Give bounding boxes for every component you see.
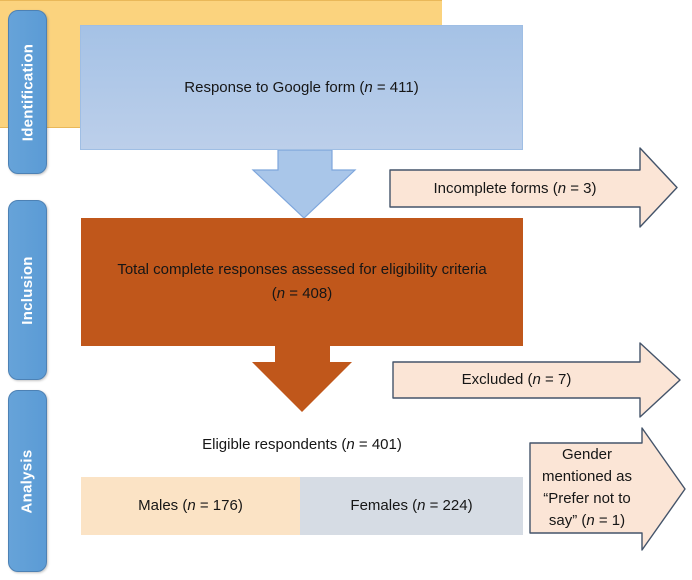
eligible-count: = 401)	[354, 436, 402, 453]
gender-count: = 1)	[594, 512, 626, 529]
complete-responses-text: Total complete responses assessed for el…	[117, 258, 486, 306]
females-text: Females (	[350, 497, 418, 514]
response-box: Response to Google form (n = 411)	[80, 25, 523, 150]
complete-count: = 408)	[285, 285, 333, 302]
complete-line1: Total complete responses assessed for el…	[117, 261, 487, 278]
complete-line2-open: (	[271, 285, 277, 302]
incomplete-forms-label: Incomplete forms (n = 3)	[390, 170, 640, 207]
incomplete-count: = 3)	[566, 179, 597, 197]
females-box-text: Females (n = 224)	[350, 494, 472, 518]
response-text: Response to Google form (	[184, 78, 365, 96]
incomplete-text: Incomplete forms (	[433, 179, 558, 197]
males-text: Males (	[138, 497, 188, 514]
eligible-header-text: Eligible respondents (n = 401)	[202, 433, 402, 457]
stage-label-inclusion: Inclusion	[8, 200, 47, 380]
incomplete-forms-text: Incomplete forms (n = 3)	[434, 177, 597, 201]
gender-text-wrap: Gender mentioned as “Prefer not to say” …	[531, 444, 643, 532]
response-n: n	[364, 78, 373, 96]
excluded-arrow	[392, 342, 681, 418]
response-box-text: Response to Google form (n = 411)	[184, 76, 418, 100]
down-arrow-blue	[251, 149, 357, 219]
gender-text: Gender mentioned as “Prefer not to say” …	[541, 446, 633, 529]
females-box: Females (n = 224)	[300, 477, 523, 535]
incomplete-forms-arrow	[389, 147, 678, 228]
gender-label: Gender mentioned as “Prefer not to say” …	[531, 441, 643, 535]
excluded-count: = 7)	[540, 371, 572, 388]
eligible-header: Eligible respondents (n = 401)	[81, 413, 523, 477]
eligible-text: Eligible respondents (	[202, 436, 347, 453]
excluded-text: Excluded (	[461, 371, 533, 388]
down-arrow-orange	[252, 345, 352, 412]
complete-n: n	[276, 285, 286, 302]
females-count: = 224)	[425, 497, 473, 514]
gender-n: n	[586, 512, 595, 529]
gender-arrow	[529, 427, 686, 551]
excluded-text-wrap: Excluded (n = 7)	[462, 368, 572, 392]
males-box-text: Males (n = 176)	[138, 494, 243, 518]
stage-label-identification: Identification	[8, 10, 47, 174]
stage-label-analysis: Analysis	[8, 390, 47, 572]
complete-responses-box: Total complete responses assessed for el…	[81, 218, 523, 346]
excluded-n: n	[532, 371, 541, 388]
response-count: = 411)	[372, 78, 419, 96]
incomplete-n: n	[557, 179, 567, 197]
males-box: Males (n = 176)	[81, 477, 300, 535]
eligible-n: n	[346, 436, 355, 453]
excluded-label: Excluded (n = 7)	[393, 362, 640, 398]
females-n: n	[417, 497, 426, 514]
males-count: = 176)	[195, 497, 243, 514]
males-n: n	[187, 497, 196, 514]
